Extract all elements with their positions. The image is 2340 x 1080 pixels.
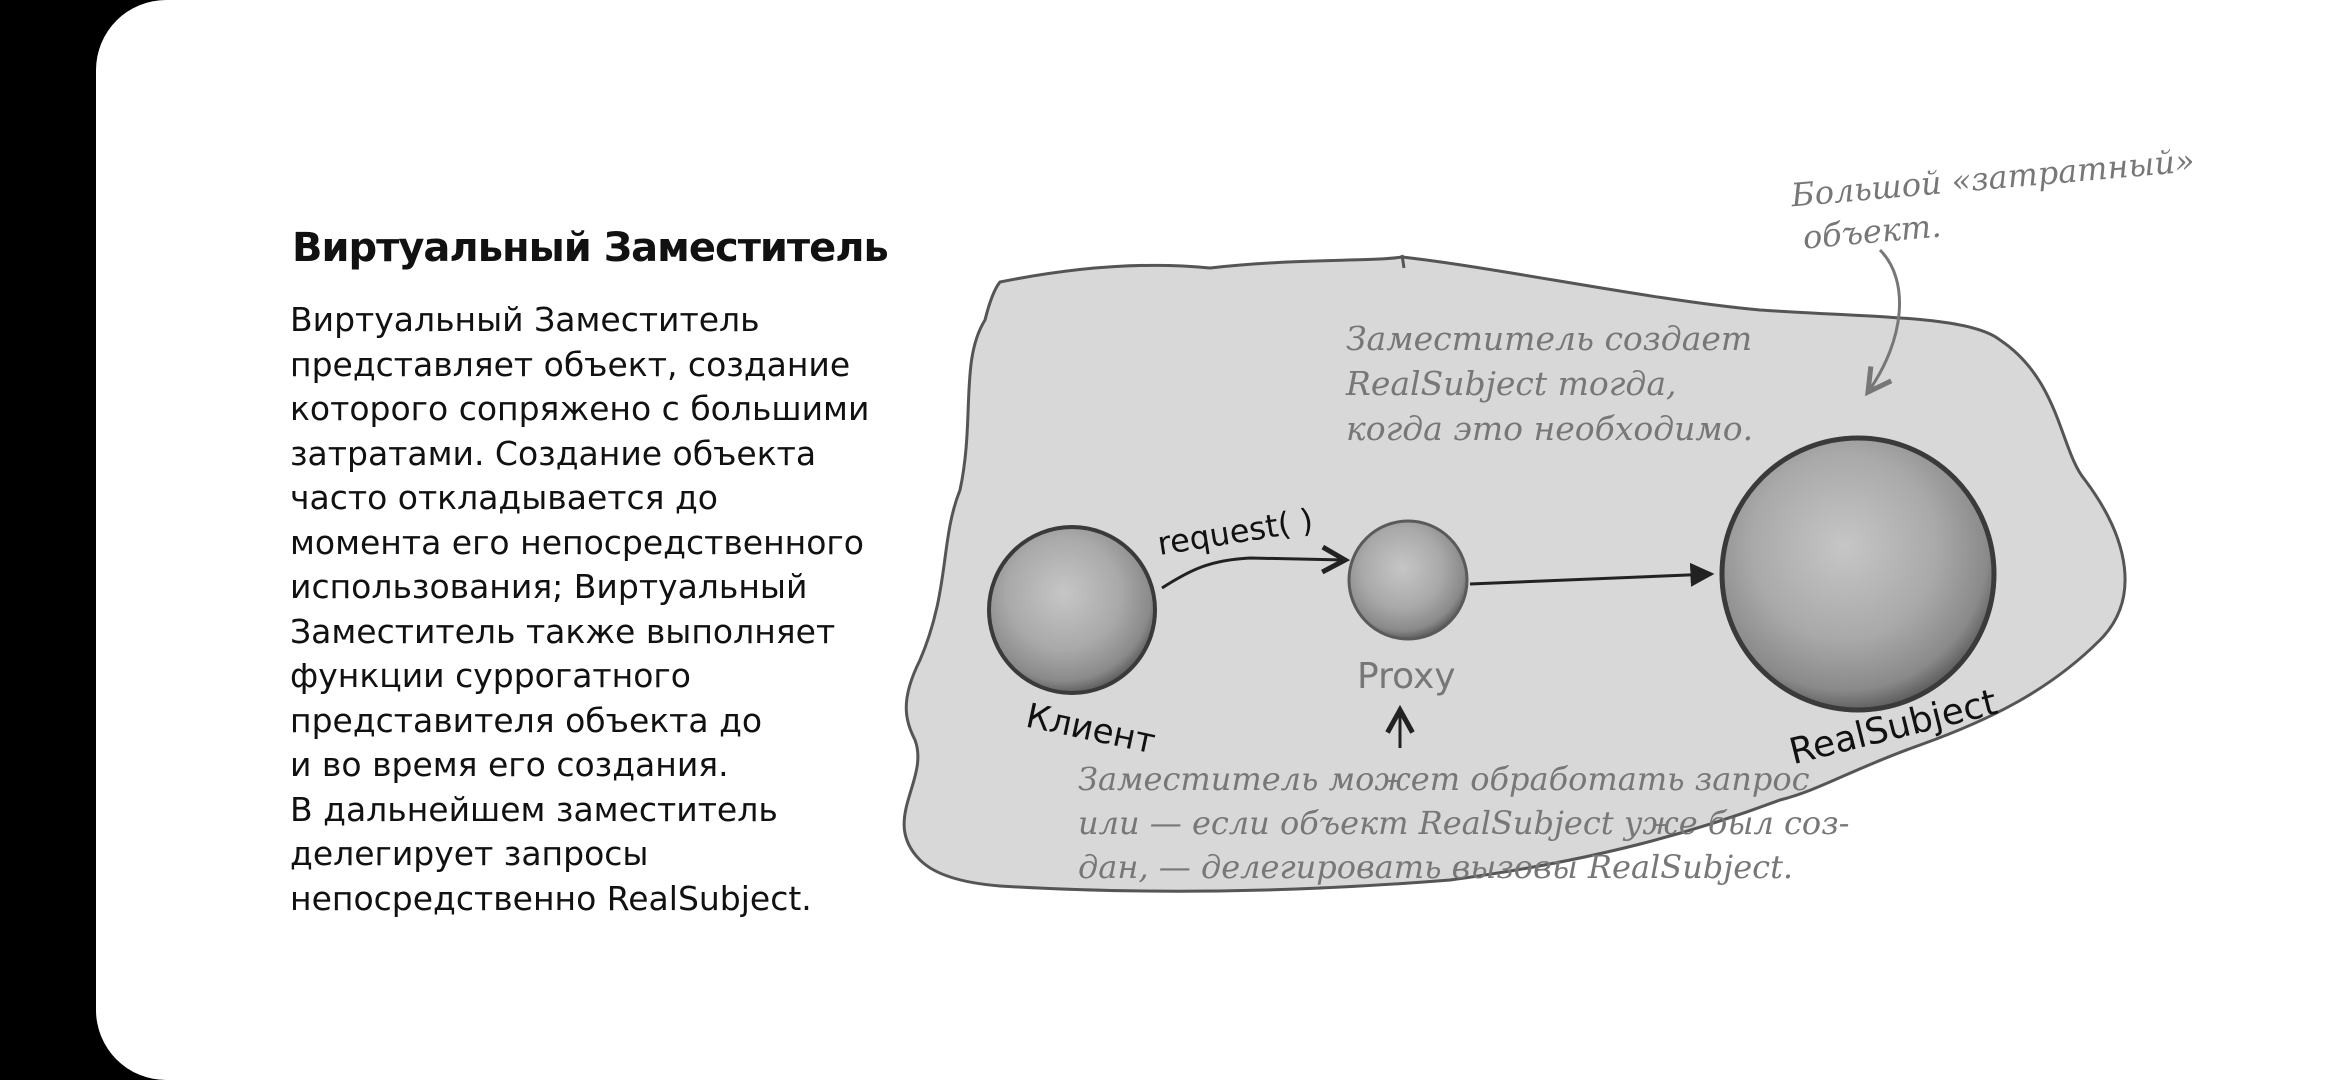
body-line: делегирует запросы	[290, 834, 649, 873]
creates-line: RealSubject тогда,	[1345, 364, 1677, 403]
handles-line: или — если объект RealSubject уже был со…	[1078, 804, 1849, 842]
body-line: Виртуальный Заместитель	[290, 300, 760, 339]
client-node	[987, 525, 1157, 695]
body-line: часто откладывается до	[290, 478, 718, 517]
body-line: функции суррогатного	[290, 656, 691, 695]
body-line: представляет объект, создание	[290, 344, 851, 384]
creates-annotation: Заместитель создает RealSubject тогда, к…	[1345, 319, 1753, 448]
section-body: Виртуальный Заместитель представляет объ…	[290, 298, 910, 921]
body-line: непосредственно RealSubject.	[290, 878, 812, 918]
proxy-node	[1347, 519, 1469, 641]
expensive-annotation: Большой «затратный» объект.	[1789, 141, 2196, 257]
expensive-line: Большой «затратный»	[1789, 141, 2196, 214]
handles-annotation: Заместитель может обработать запрос или …	[1078, 760, 1849, 886]
handles-line: Заместитель может обработать запрос	[1078, 760, 1810, 798]
request-arrow	[1161, 558, 1345, 590]
section-title: Виртуальный Заместитель	[292, 225, 889, 271]
handles-line: дан, — делегировать вызовы RealSubject.	[1078, 848, 1793, 886]
delegate-arrow	[1469, 562, 1715, 587]
body-line: затратами. Создание объекта	[290, 433, 817, 473]
expensive-line: объект.	[1801, 207, 1942, 257]
expensive-pointer-arrow	[1868, 248, 1901, 392]
cloud-notch	[1400, 254, 1406, 269]
proxy-label: Proxy	[1357, 656, 1456, 697]
creates-line: Заместитель создает	[1346, 319, 1752, 358]
body-line: представителя объекта до	[290, 700, 763, 740]
diagram-cloud	[902, 255, 2127, 893]
body-line: Заместитель также выполняет	[290, 611, 836, 651]
body-line: использования; Виртуальный	[290, 567, 808, 606]
real-subject-node	[1719, 435, 1997, 713]
body-line: которого сопряжено с большими	[290, 389, 870, 428]
creates-line: когда это необходимо.	[1346, 409, 1753, 448]
body-line: и во время его создания.	[290, 745, 729, 784]
body-line: момента его непосредственного	[290, 522, 864, 562]
body-line: В дальнейшем заместитель	[290, 789, 778, 829]
